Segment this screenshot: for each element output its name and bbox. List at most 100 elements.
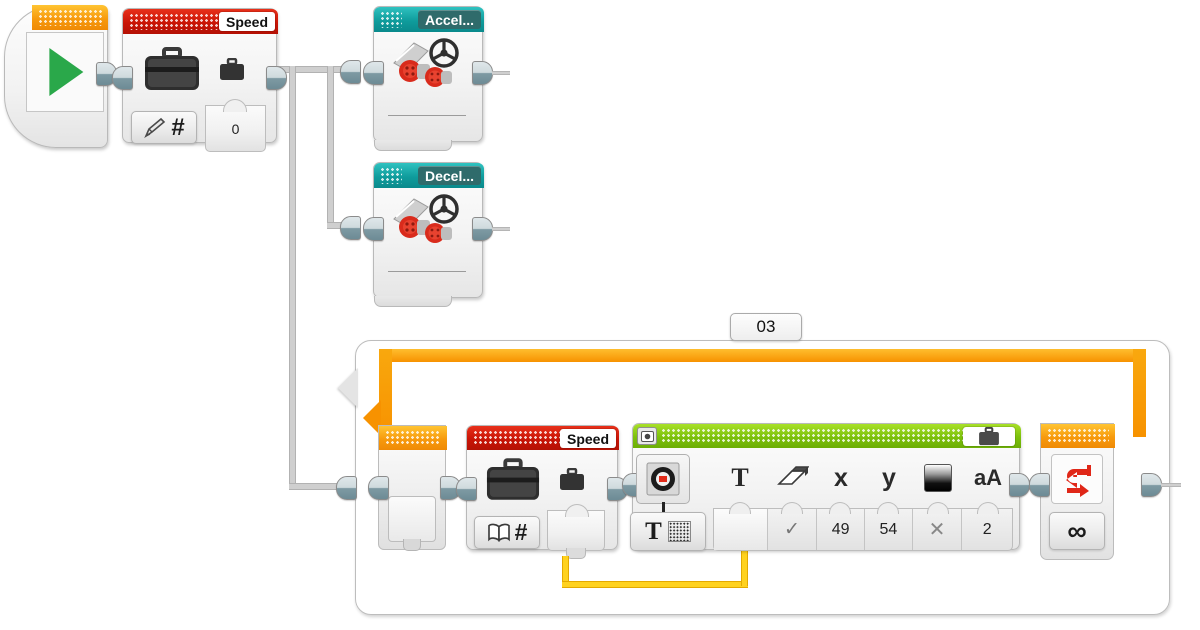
decel-output-stub	[492, 227, 510, 231]
param-text[interactable]	[714, 509, 768, 550]
loop-right-band	[1133, 349, 1146, 437]
decel-output-socket[interactable]	[472, 217, 493, 241]
header-dot-texture	[38, 9, 102, 26]
wire-speed-to-accel	[277, 66, 347, 73]
display-header	[633, 424, 1021, 448]
accel-upstream-plug[interactable]	[340, 60, 361, 84]
speed-write-output-socket[interactable]	[266, 66, 287, 90]
decel-header: Decel...	[374, 163, 484, 188]
display-mode-stem	[662, 502, 665, 518]
param-icon-x[interactable]: x	[817, 464, 865, 493]
header-dot-texture	[380, 11, 402, 28]
decel-upstream-plug[interactable]	[340, 216, 361, 240]
loop-mode-chip[interactable]: ∞	[1049, 512, 1105, 550]
loop-end-column[interactable]: ∞	[1040, 423, 1115, 560]
accel-foot	[374, 140, 452, 151]
loop-end-input-plug[interactable]	[1029, 473, 1050, 497]
accel-output-socket[interactable]	[472, 61, 493, 85]
variable-write-speed[interactable]: Speed #	[112, 8, 287, 152]
data-wire-up	[741, 548, 748, 586]
accel-sub-divider	[388, 115, 466, 116]
eraser-icon	[777, 466, 809, 485]
param-x[interactable]: 49	[817, 509, 865, 550]
display-mode-chip[interactable]: T	[630, 512, 706, 551]
param-icon-y[interactable]: y	[865, 464, 913, 493]
header-dot-texture	[661, 428, 1015, 444]
loop-start-header	[379, 426, 447, 450]
loop-output-socket[interactable]	[1141, 473, 1162, 497]
hash-numeric-icon: #	[514, 519, 528, 545]
loop-block[interactable]: 03	[338, 313, 1170, 615]
header-dot-texture	[1047, 428, 1109, 444]
loop-output-stub	[1161, 483, 1181, 487]
data-wire-down	[562, 556, 569, 588]
loop-top-band	[379, 349, 1146, 362]
block-accel[interactable]: Accel...	[363, 6, 510, 151]
param-clear-screen[interactable]: ✓	[768, 509, 818, 550]
loop-start-column[interactable]	[378, 425, 447, 551]
start-block[interactable]	[4, 5, 117, 148]
accel-label: Accel...	[417, 10, 481, 29]
large-suitcase-icon	[486, 458, 540, 502]
param-font-size[interactable]: 2	[982, 520, 992, 538]
small-suitcase-icon	[559, 468, 585, 491]
green-play-triangle-icon	[49, 48, 84, 96]
small-suitcase-icon	[979, 427, 999, 446]
wire-branch-to-decel	[327, 66, 334, 229]
speed-read-mode-chip[interactable]: #	[474, 516, 540, 549]
param-notch	[829, 502, 851, 514]
display-screen-icon[interactable]	[637, 427, 657, 445]
decel-foot	[374, 296, 452, 307]
accel-header: Accel...	[374, 7, 484, 32]
param-y[interactable]: 54	[865, 509, 913, 550]
param-color[interactable]: ✕	[913, 509, 963, 550]
block-decel[interactable]: Decel...	[363, 162, 510, 307]
param-icon-text[interactable]: T	[713, 463, 767, 493]
param-icon-eraser[interactable]	[767, 465, 817, 491]
loop-start-slot-tab	[403, 539, 421, 551]
motor-steering-icon	[388, 37, 468, 97]
loop-entry-arrow	[338, 368, 358, 408]
pixel-grid-icon	[667, 521, 691, 542]
speed-read-input-plug[interactable]	[456, 477, 477, 501]
speed-write-value[interactable]: 0	[205, 105, 266, 152]
wire-trunk-vertical	[289, 66, 296, 490]
speed-read-header: Speed	[467, 426, 619, 450]
value-notch	[565, 504, 589, 517]
small-suitcase-icon	[219, 58, 245, 81]
speed-write-input-plug[interactable]	[112, 66, 133, 90]
display-block[interactable]: T T x y	[622, 423, 1030, 551]
param-icon-font-size[interactable]: aA	[963, 465, 1013, 491]
display-target-icon[interactable]	[636, 454, 690, 504]
variable-read-speed[interactable]: Speed #	[456, 425, 628, 559]
large-suitcase-icon	[144, 47, 200, 92]
decel-input-plug[interactable]	[363, 217, 384, 241]
loop-left-band	[379, 349, 392, 437]
header-dot-texture	[385, 430, 441, 446]
y-axis-icon: y	[882, 463, 896, 492]
param-notch	[781, 502, 803, 514]
loop-entry-arrow-inner	[363, 400, 381, 436]
loop-input-plug[interactable]	[368, 476, 389, 500]
x-axis-icon: x	[834, 463, 848, 492]
param-notch	[977, 502, 999, 514]
decel-sub-divider	[388, 271, 466, 272]
color-swatch-icon	[924, 464, 952, 492]
pencil-write-icon	[144, 117, 166, 138]
hash-numeric-icon: #	[171, 113, 185, 141]
param-icon-color[interactable]	[913, 464, 963, 492]
mode-text-T-icon: T	[645, 517, 662, 545]
loop-name-field[interactable]: 03	[730, 313, 802, 341]
infinity-icon: ∞	[1067, 515, 1087, 546]
param-notch	[927, 502, 949, 514]
start-block-inner-panel	[26, 32, 104, 112]
param-notch	[729, 502, 751, 514]
speed-write-header: Speed	[123, 9, 278, 34]
loop-start-slot[interactable]	[388, 496, 436, 542]
speed-write-mode-chip[interactable]: #	[131, 111, 197, 144]
param-notch	[877, 502, 899, 514]
accel-input-plug[interactable]	[363, 61, 384, 85]
loop-input-plug-outer[interactable]	[336, 476, 357, 500]
book-read-icon	[487, 523, 510, 542]
